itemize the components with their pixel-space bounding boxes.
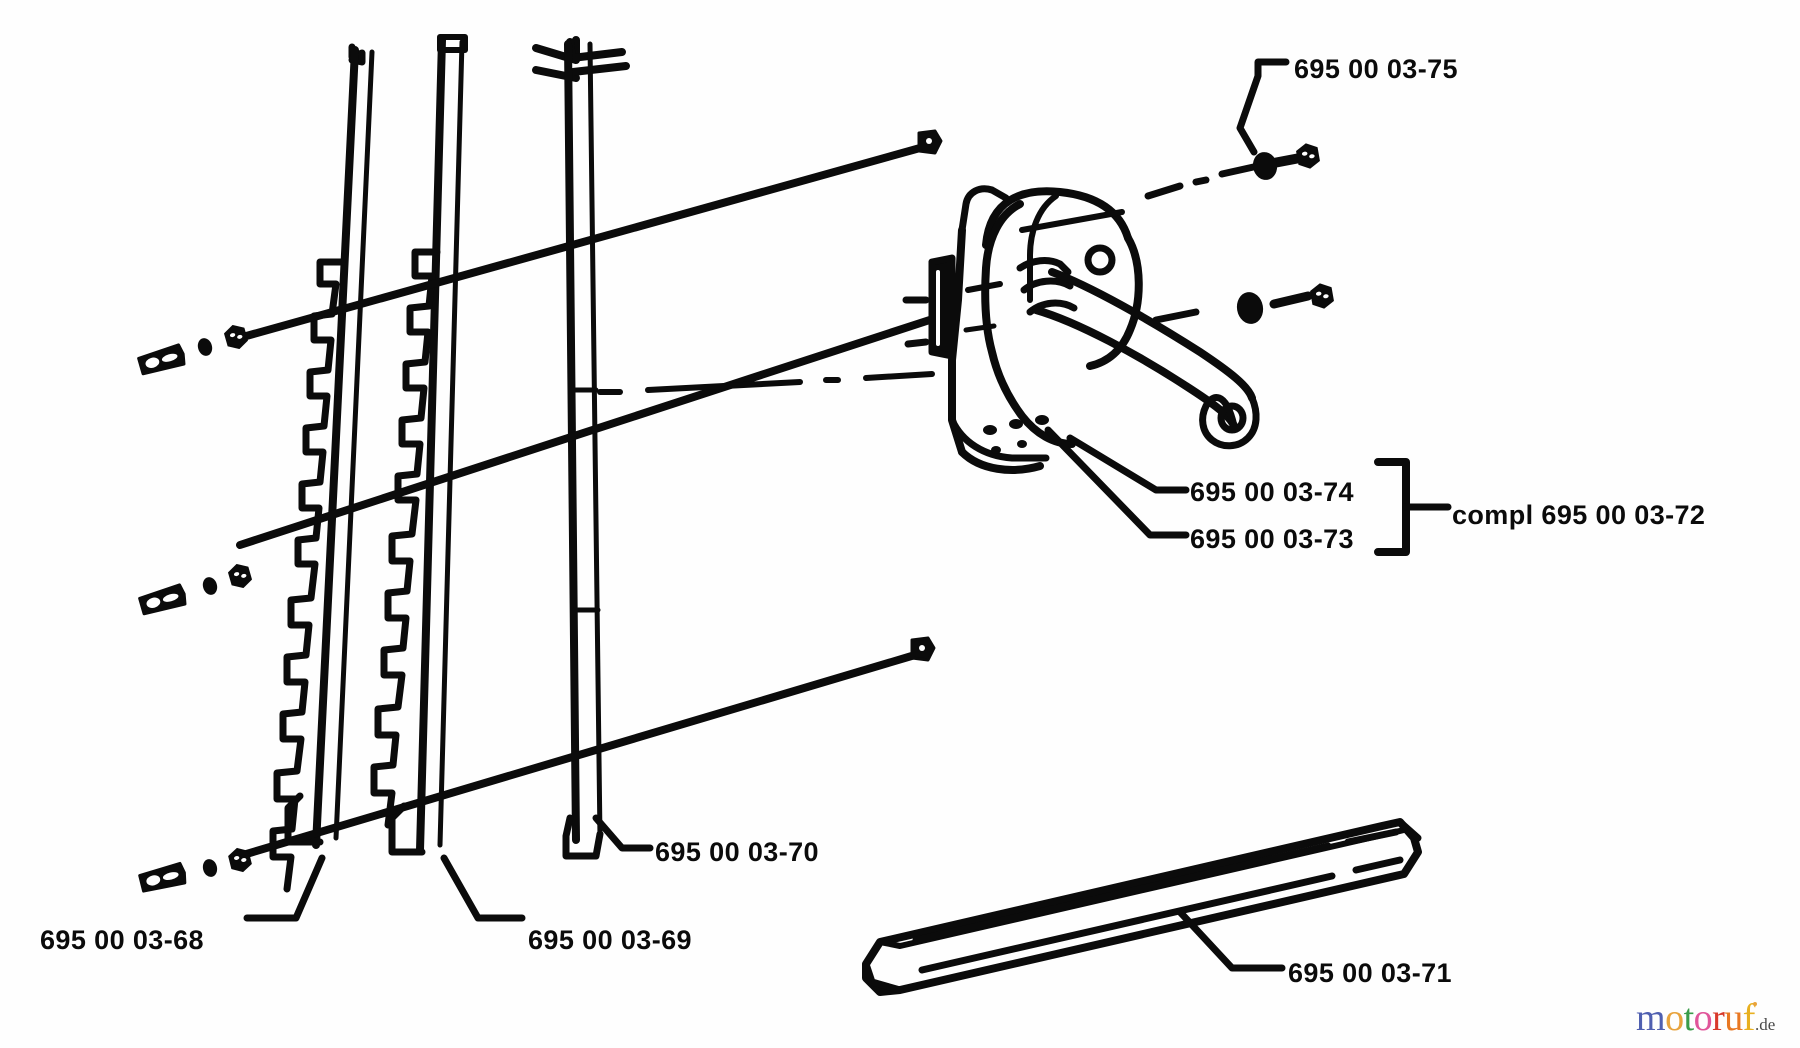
fastener-set-upper-right (1144, 58, 1321, 200)
washer-icon (197, 338, 213, 356)
part-label-compl-695-00-03-72: compl 695 00 03-72 (1452, 500, 1706, 530)
watermark-letter-o1: o (1665, 997, 1684, 1039)
part-gear-housing (902, 185, 1143, 474)
fastener-set-middle-right (1152, 281, 1335, 324)
part-handle-shaft (1032, 268, 1260, 450)
part-blade-scabbard (862, 818, 1422, 996)
bolt-icon (137, 343, 186, 376)
part-label-695-00-03-69: 695 00 03-69 (528, 925, 692, 955)
watermark-suffix: .de (1754, 1015, 1776, 1034)
watermark-letter-r: r (1712, 997, 1725, 1039)
part-cutter-blade-inner (370, 34, 468, 856)
watermark-letter-o2: o (1693, 997, 1713, 1039)
nut-icon (1295, 141, 1321, 171)
fastener-set-lower-left (138, 845, 254, 893)
fastener-set-upper-left (137, 322, 250, 376)
fastener-set-middle-left (138, 561, 254, 616)
part-label-695-00-03-70: 695 00 03-70 (655, 837, 819, 867)
part-label-695-00-03-74: 695 00 03-74 (1190, 477, 1354, 507)
leader-lines (243, 426, 1452, 972)
washer-icon (1252, 152, 1278, 180)
watermark-letter-u: u (1724, 997, 1743, 1039)
watermark-dot (1753, 1002, 1757, 1006)
part-label-695-00-03-75: 695 00 03-75 (1294, 54, 1458, 84)
part-cutter-blade-outer (269, 43, 375, 893)
motoruf-watermark-logo: motoruf.de (1636, 996, 1796, 1042)
part-label-695-00-03-68: 695 00 03-68 (40, 925, 204, 955)
watermark-letter-m: m (1636, 997, 1666, 1039)
part-connecting-rods (228, 129, 949, 859)
part-label-695-00-03-71: 695 00 03-71 (1288, 958, 1452, 988)
part-guide-bar (532, 36, 630, 860)
part-label-695-00-03-73: 695 00 03-73 (1190, 524, 1354, 554)
centerline (597, 371, 935, 395)
watermark-letter-f: f (1742, 997, 1756, 1039)
watermark-letter-t: t (1683, 997, 1695, 1039)
